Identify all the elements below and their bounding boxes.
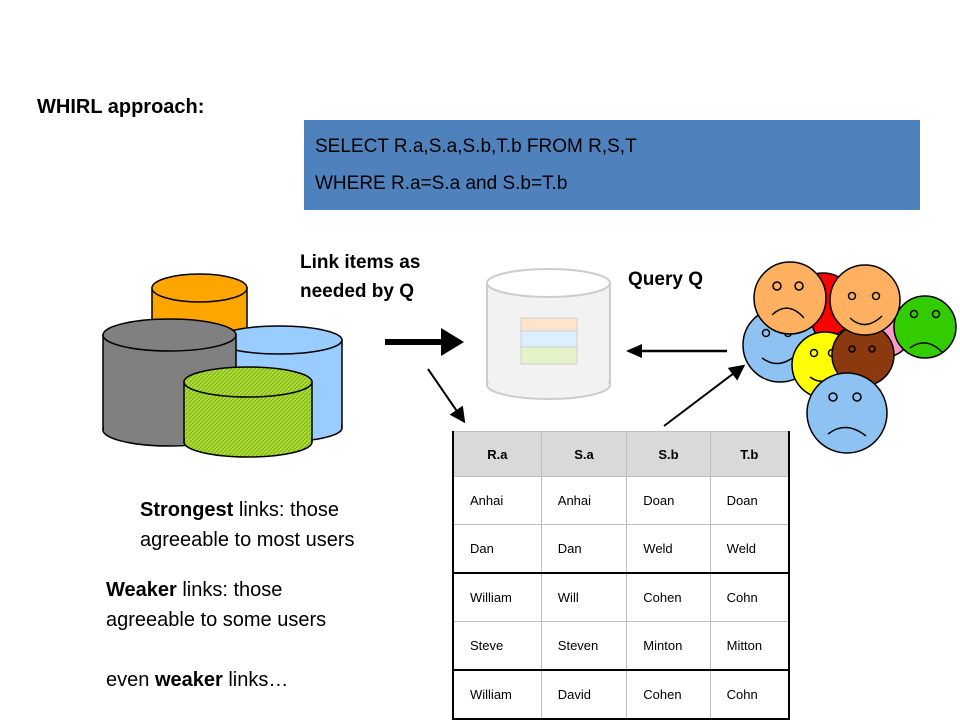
strongest-links-note: Strongest links: those agreeable to most… bbox=[140, 495, 355, 555]
database-stack-icon bbox=[102, 273, 343, 458]
even-post: links… bbox=[222, 669, 289, 691]
sql-line-select: SELECT R.a,S.a,S.b,T.b FROM R,S,T bbox=[315, 136, 637, 157]
table-cell: Weld bbox=[709, 524, 790, 574]
table-cell: Minton bbox=[626, 621, 711, 671]
table-row: William David Cohen Cohn bbox=[451, 669, 790, 720]
table-cell: Weld bbox=[626, 524, 711, 574]
left-arrow-icon bbox=[626, 344, 727, 358]
even-bold: weaker bbox=[154, 669, 223, 691]
table-cell: Will bbox=[540, 572, 628, 622]
table-cell: Doan bbox=[709, 476, 790, 525]
column-header: S.a bbox=[540, 431, 628, 477]
table-cell: Cohen bbox=[626, 669, 711, 720]
table-cell: Anhai bbox=[451, 476, 542, 525]
sql-line-where: WHERE R.a=S.a and S.b=T.b bbox=[315, 173, 568, 194]
table-cell: Doan bbox=[626, 476, 711, 525]
link-items-label: Link items as needed by Q bbox=[300, 248, 420, 306]
weaker-rest: links: those bbox=[176, 579, 283, 601]
table-cell: Mitton bbox=[709, 621, 790, 671]
arrow-to-table bbox=[427, 368, 466, 424]
weaker-links-note: Weaker links: those agreeable to some us… bbox=[106, 575, 326, 635]
face-light-orange-icon bbox=[829, 264, 901, 336]
slide-title: WHIRL approach: bbox=[37, 96, 205, 118]
table-row: Steve Steven Minton Mitton bbox=[451, 621, 790, 671]
weaker-line2: agreeable to some users bbox=[106, 609, 327, 631]
face-blue-large-icon bbox=[806, 372, 888, 454]
empty-database-icon bbox=[486, 268, 611, 400]
column-header: T.b bbox=[709, 431, 790, 477]
mini-database-stack-icon bbox=[520, 317, 578, 365]
join-result-table: R.a S.a S.b T.b Anhai Anhai Doan Doan Da… bbox=[451, 431, 790, 720]
strongest-line2: agreeable to most users bbox=[140, 529, 355, 551]
link-items-label-line2: needed by Q bbox=[300, 281, 415, 302]
table-cell: Anhai bbox=[540, 476, 628, 525]
weaker-bold: Weaker bbox=[106, 579, 177, 601]
strongest-bold: Strongest bbox=[140, 499, 234, 521]
user-faces-icon bbox=[742, 261, 957, 454]
table-row: Dan Dan Weld Weld bbox=[451, 524, 790, 574]
right-arrow-icon bbox=[385, 328, 464, 356]
column-header: S.b bbox=[626, 431, 711, 477]
table-header-row: R.a S.a S.b T.b bbox=[451, 431, 790, 477]
arrow-to-users bbox=[663, 364, 746, 427]
table-cell: Cohen bbox=[626, 572, 711, 622]
table-cell: Steven bbox=[540, 621, 628, 671]
link-items-label-line1: Link items as bbox=[300, 252, 421, 273]
table-cell: William bbox=[451, 669, 542, 720]
database-green-icon bbox=[183, 366, 313, 458]
table-cell: Dan bbox=[540, 524, 628, 574]
even-pre: even bbox=[106, 669, 155, 691]
face-green-icon bbox=[893, 295, 957, 359]
table-cell: Dan bbox=[451, 524, 542, 574]
table-cell: David bbox=[540, 669, 628, 720]
table-cell: William bbox=[451, 572, 542, 622]
column-header: R.a bbox=[451, 431, 542, 477]
face-orange-icon bbox=[753, 261, 827, 335]
table-cell: Cohn bbox=[709, 669, 790, 720]
strongest-rest: links: those bbox=[233, 499, 339, 521]
table-row: Anhai Anhai Doan Doan bbox=[451, 476, 790, 525]
query-label: Query Q bbox=[628, 269, 703, 290]
sql-query-box: SELECT R.a,S.a,S.b,T.b FROM R,S,T WHERE … bbox=[304, 120, 920, 210]
table-cell: Cohn bbox=[709, 572, 790, 622]
table-row: William Will Cohen Cohn bbox=[451, 572, 790, 622]
even-weaker-links-note: even weaker links… bbox=[106, 665, 288, 695]
table-cell: Steve bbox=[451, 621, 542, 671]
